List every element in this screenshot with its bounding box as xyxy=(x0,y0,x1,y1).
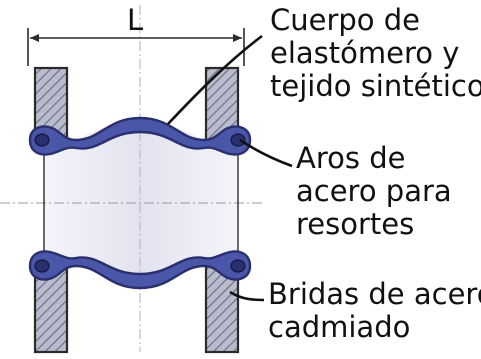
label-body-line3: tejido sintético xyxy=(270,69,481,103)
label-body: Cuerpo de elastómero y tejido sintético xyxy=(270,3,481,103)
ring-bottom-right xyxy=(230,259,246,273)
label-rings: Aros de acero para resortes xyxy=(296,141,461,241)
label-rings-line2: acero para xyxy=(296,174,452,208)
label-body-line2: elastómero y xyxy=(270,36,459,70)
label-rings-line3: resortes xyxy=(296,207,414,241)
leader-rings xyxy=(239,138,293,168)
label-flanges-line1: Bridas de acero xyxy=(268,277,481,311)
ring-top-right xyxy=(230,133,246,147)
bellows-bottom xyxy=(28,250,252,290)
label-flanges: Bridas de acero cadmiado xyxy=(268,277,481,344)
label-body-line1: Cuerpo de xyxy=(270,3,420,37)
ring-top-left xyxy=(34,133,50,147)
label-rings-line1: Aros de xyxy=(296,141,405,175)
leader-flanges xyxy=(229,290,265,302)
bore-area xyxy=(44,120,238,278)
bellows-top xyxy=(28,116,252,156)
leader-body xyxy=(167,34,263,125)
dimension-label: L xyxy=(127,3,143,37)
label-flanges-line2: cadmiado xyxy=(268,310,410,344)
ring-bottom-left xyxy=(34,259,50,273)
